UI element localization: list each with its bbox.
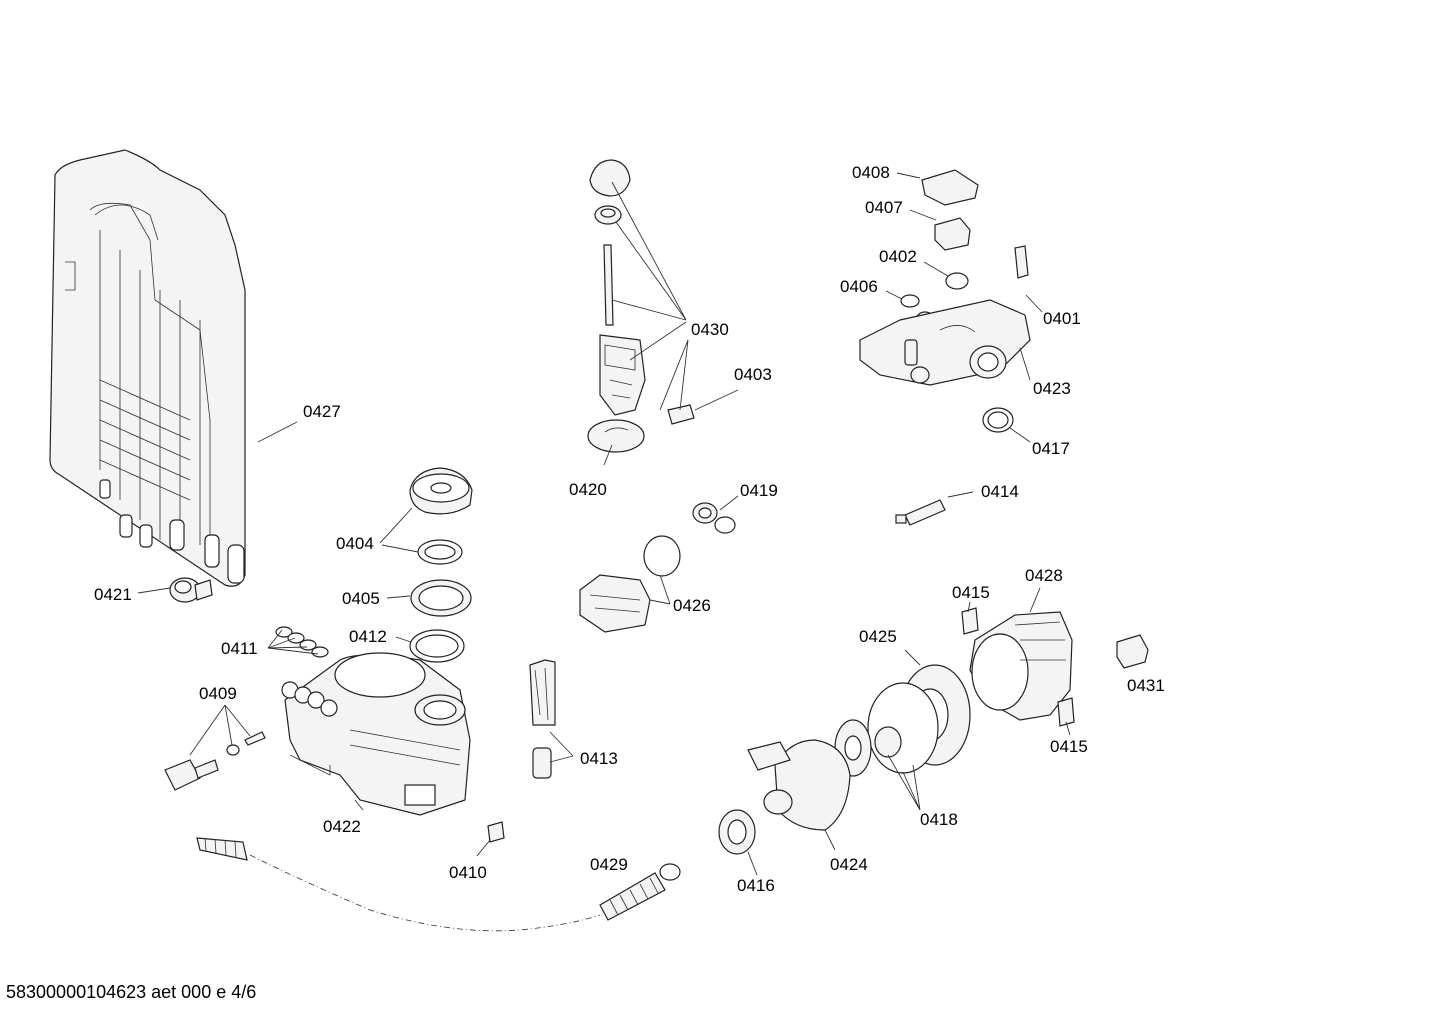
part-0421-clamp — [169, 577, 213, 603]
label-0406: 0406 — [840, 277, 878, 296]
label-0411: 0411 — [221, 639, 258, 658]
label-0422: 0422 — [323, 817, 361, 836]
label-0430: 0430 — [691, 320, 729, 339]
part-0420-disc — [587, 419, 645, 453]
part-0423-valve-body — [859, 299, 1031, 386]
part-0410-clip — [487, 821, 505, 843]
part-0419-valve-insert — [692, 502, 736, 534]
part-0412-seal — [409, 629, 465, 663]
leader-lines — [137, 172, 1071, 876]
label-0424: 0424 — [830, 855, 868, 874]
label-0409: 0409 — [199, 684, 237, 703]
label-0427: 0427 — [303, 402, 341, 421]
part-0415-clip-bottom — [1057, 697, 1075, 727]
part-0403-clip — [667, 404, 695, 425]
part-0422-water-softener — [281, 652, 471, 816]
part-0428-pump-motor — [969, 611, 1073, 721]
label-0415-bottom: 0415 — [1050, 737, 1088, 756]
label-0420: 0420 — [569, 480, 607, 499]
part-0411-rings — [275, 626, 329, 658]
label-0426: 0426 — [673, 596, 711, 615]
label-0414: 0414 — [981, 482, 1019, 501]
part-0430-rod — [603, 244, 614, 326]
label-0429: 0429 — [590, 855, 628, 874]
part-0424-pump-cover — [747, 739, 851, 831]
part-drain-hose-end — [196, 837, 248, 861]
part-0427-heat-exchanger — [49, 149, 246, 587]
part-0416-seal-ring — [718, 809, 756, 855]
part-0405-nut-ring — [410, 579, 472, 617]
label-0403: 0403 — [734, 365, 772, 384]
label-0410: 0410 — [449, 863, 487, 882]
part-0414-fuse — [895, 499, 946, 526]
label-0418: 0418 — [920, 810, 958, 829]
label-0404: 0404 — [336, 534, 374, 553]
label-0407: 0407 — [865, 198, 903, 217]
part-0430-housing — [599, 334, 646, 416]
part-0430-grommet — [594, 205, 622, 225]
label-0415-top: 0415 — [952, 583, 990, 602]
part-0404-cap — [409, 467, 473, 515]
part-0408-cover — [921, 169, 979, 206]
part-0418-impeller-seals — [834, 682, 939, 777]
part-0413-float — [529, 659, 556, 779]
part-0402-seal — [945, 272, 969, 290]
part-0415-clip-top — [961, 607, 979, 635]
part-0430-dome-cap — [589, 159, 631, 197]
part-0426-heater-relay — [579, 535, 681, 633]
label-0417: 0417 — [1032, 439, 1070, 458]
label-0431: 0431 — [1127, 676, 1165, 695]
document-footer-code: 58300000104623 aet 000 e 4/6 — [6, 982, 257, 1002]
part-0409-valve — [164, 731, 266, 791]
label-0428: 0428 — [1025, 566, 1063, 585]
label-0412: 0412 — [349, 627, 387, 646]
part-0407-sensor — [934, 217, 971, 251]
part-0431-connector — [1116, 634, 1149, 669]
label-0423: 0423 — [1033, 379, 1071, 398]
label-0419: 0419 — [740, 481, 778, 500]
label-0401: 0401 — [1043, 309, 1081, 328]
label-0405: 0405 — [342, 589, 380, 608]
part-0417-hose-clamp — [982, 407, 1014, 433]
label-0402: 0402 — [879, 247, 917, 266]
label-0408: 0408 — [852, 163, 890, 182]
label-0413: 0413 — [580, 749, 618, 768]
part-0401-clip — [1014, 245, 1029, 279]
label-0421: 0421 — [94, 585, 132, 604]
label-0425: 0425 — [859, 627, 897, 646]
part-0404-seal — [417, 539, 463, 565]
label-0416: 0416 — [737, 876, 775, 895]
hose-connection-line — [249, 854, 601, 932]
part-0429-hose — [599, 863, 681, 921]
